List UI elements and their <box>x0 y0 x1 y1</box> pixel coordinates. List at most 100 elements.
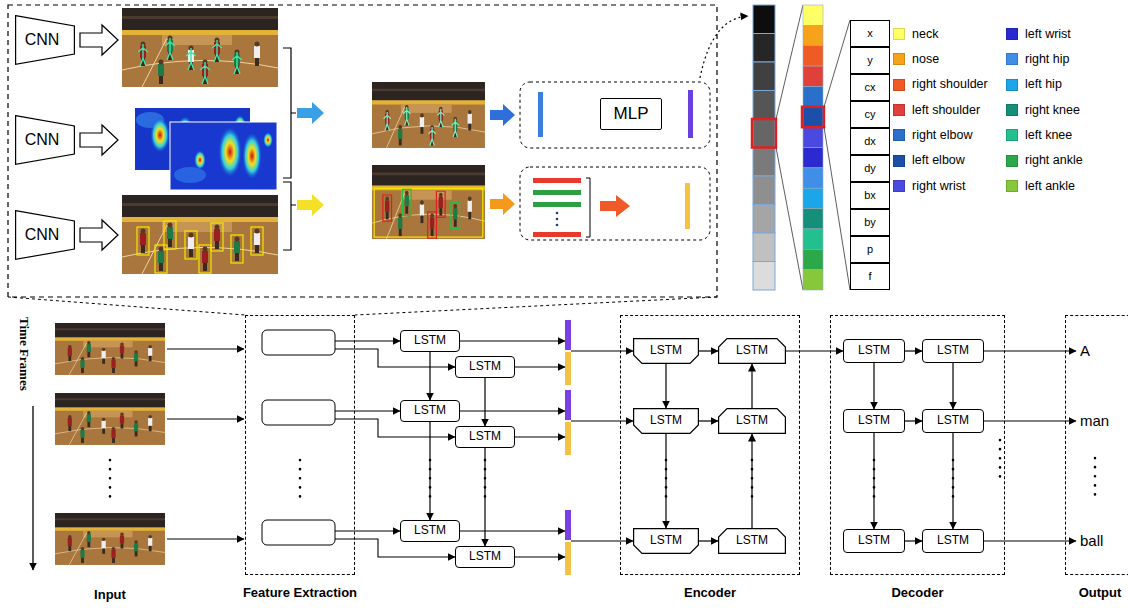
feature-panel <box>556 224 559 227</box>
highlight <box>752 119 776 148</box>
flow-arrow <box>984 540 1076 541</box>
node-label: LSTM <box>937 534 969 548</box>
node-outline <box>634 529 699 554</box>
feature-vector <box>753 5 775 290</box>
detection-photo <box>372 165 485 239</box>
input-frame <box>55 323 165 375</box>
legend-entry: right hip <box>1006 51 1069 67</box>
output-word: ball <box>1080 532 1103 549</box>
keypoint-vector <box>803 148 823 168</box>
feature-cell <box>262 330 335 355</box>
detection-photo <box>402 189 459 228</box>
flow-arrow <box>167 348 244 349</box>
heatmap <box>150 117 170 153</box>
node-label: bx <box>864 189 876 202</box>
node-label: LSTM <box>650 344 682 358</box>
node-label: LSTM <box>858 344 890 358</box>
zoom-arrow <box>700 16 748 78</box>
connector-arrow <box>873 433 874 529</box>
node-label: MLP <box>614 104 649 124</box>
feature-panel <box>556 218 559 221</box>
feature-field: dy <box>850 155 890 182</box>
connector-arrow <box>905 420 922 421</box>
flow-arrow <box>167 418 244 419</box>
input-frame <box>55 393 165 445</box>
legend-swatch <box>893 129 905 141</box>
flow-arrow <box>984 420 1076 421</box>
feature-bar <box>565 320 571 350</box>
node-outline <box>16 211 75 260</box>
detection-photo <box>185 231 197 259</box>
lstm-cell: LSTM <box>455 356 515 378</box>
legend-text: left shoulder <box>912 103 980 117</box>
lstm-cell: LSTM <box>400 520 460 542</box>
connector-arrow <box>484 378 485 426</box>
keypoint-vector <box>803 5 823 290</box>
keypoint-vector <box>803 188 823 208</box>
flow-arrow <box>460 530 565 531</box>
lstm-cell: LSTM <box>922 409 984 433</box>
lstm-cell: LSTM <box>633 408 699 434</box>
legend-swatch <box>893 104 905 116</box>
lstm-cell: LSTM <box>718 528 786 554</box>
legend-entry: neck <box>893 26 938 42</box>
feature-panel <box>538 92 543 137</box>
node-label: LSTM <box>414 334 446 348</box>
zoom-panel <box>8 5 717 315</box>
detection-photo <box>383 195 392 221</box>
node-label: y <box>867 54 873 67</box>
detection-photo <box>372 165 485 239</box>
detection-photo <box>122 195 278 274</box>
pose-photo <box>122 8 278 87</box>
output-word: A <box>1080 342 1090 359</box>
legend-text: left wrist <box>1025 27 1071 41</box>
node-outline <box>634 409 699 434</box>
legend-text: left knee <box>1025 128 1072 142</box>
flow-arrow <box>571 540 633 541</box>
node-label: f <box>868 270 871 283</box>
feature-panel <box>533 232 581 237</box>
flow-arrow <box>460 340 565 341</box>
stage-heading: Output <box>1079 586 1122 601</box>
lstm-cell: LSTM <box>843 339 905 363</box>
legend-text: right ankle <box>1025 153 1083 167</box>
detection-photo <box>451 202 460 228</box>
legend-entry: right shoulder <box>893 77 988 93</box>
node-label: CNN <box>25 226 60 244</box>
node-label: LSTM <box>469 430 501 444</box>
zoom-panel <box>8 297 717 315</box>
feature-vector <box>753 176 775 205</box>
flow-arrow <box>571 350 633 351</box>
flow-arrow <box>515 436 565 437</box>
node-label: LSTM <box>736 344 768 358</box>
hollow-arrow <box>80 25 118 55</box>
connector-arrow <box>665 364 666 408</box>
legend-text: left ankle <box>1025 179 1075 193</box>
flow-arrow <box>984 350 1076 351</box>
legend-entry: left hip <box>1006 77 1062 93</box>
input-frame <box>55 513 165 565</box>
legend-swatch <box>1006 129 1018 141</box>
legend-swatch <box>893 180 905 192</box>
legend-entry: right wrist <box>893 178 965 194</box>
keypoint-vector <box>803 86 823 106</box>
block-arrow <box>600 195 630 217</box>
node-outline <box>634 339 699 364</box>
legend-swatch <box>893 155 905 167</box>
node-label: LSTM <box>469 360 501 374</box>
keypoint-vector <box>803 168 823 188</box>
feature-bar <box>565 422 571 455</box>
legend-text: right hip <box>1025 52 1069 66</box>
node-outline <box>719 409 786 434</box>
stage-region: Feature Extraction <box>245 315 355 575</box>
input-frame <box>55 323 165 375</box>
lstm-cell: LSTM <box>718 408 786 434</box>
cnn-block: CNN <box>15 15 75 65</box>
node-label: LSTM <box>736 414 768 428</box>
node-label: dx <box>864 135 876 148</box>
feature-vector <box>753 62 775 91</box>
connector-arrow <box>751 434 752 528</box>
detection-photo <box>211 223 223 251</box>
flow-arrow <box>335 410 400 411</box>
detection-photo <box>231 235 243 263</box>
